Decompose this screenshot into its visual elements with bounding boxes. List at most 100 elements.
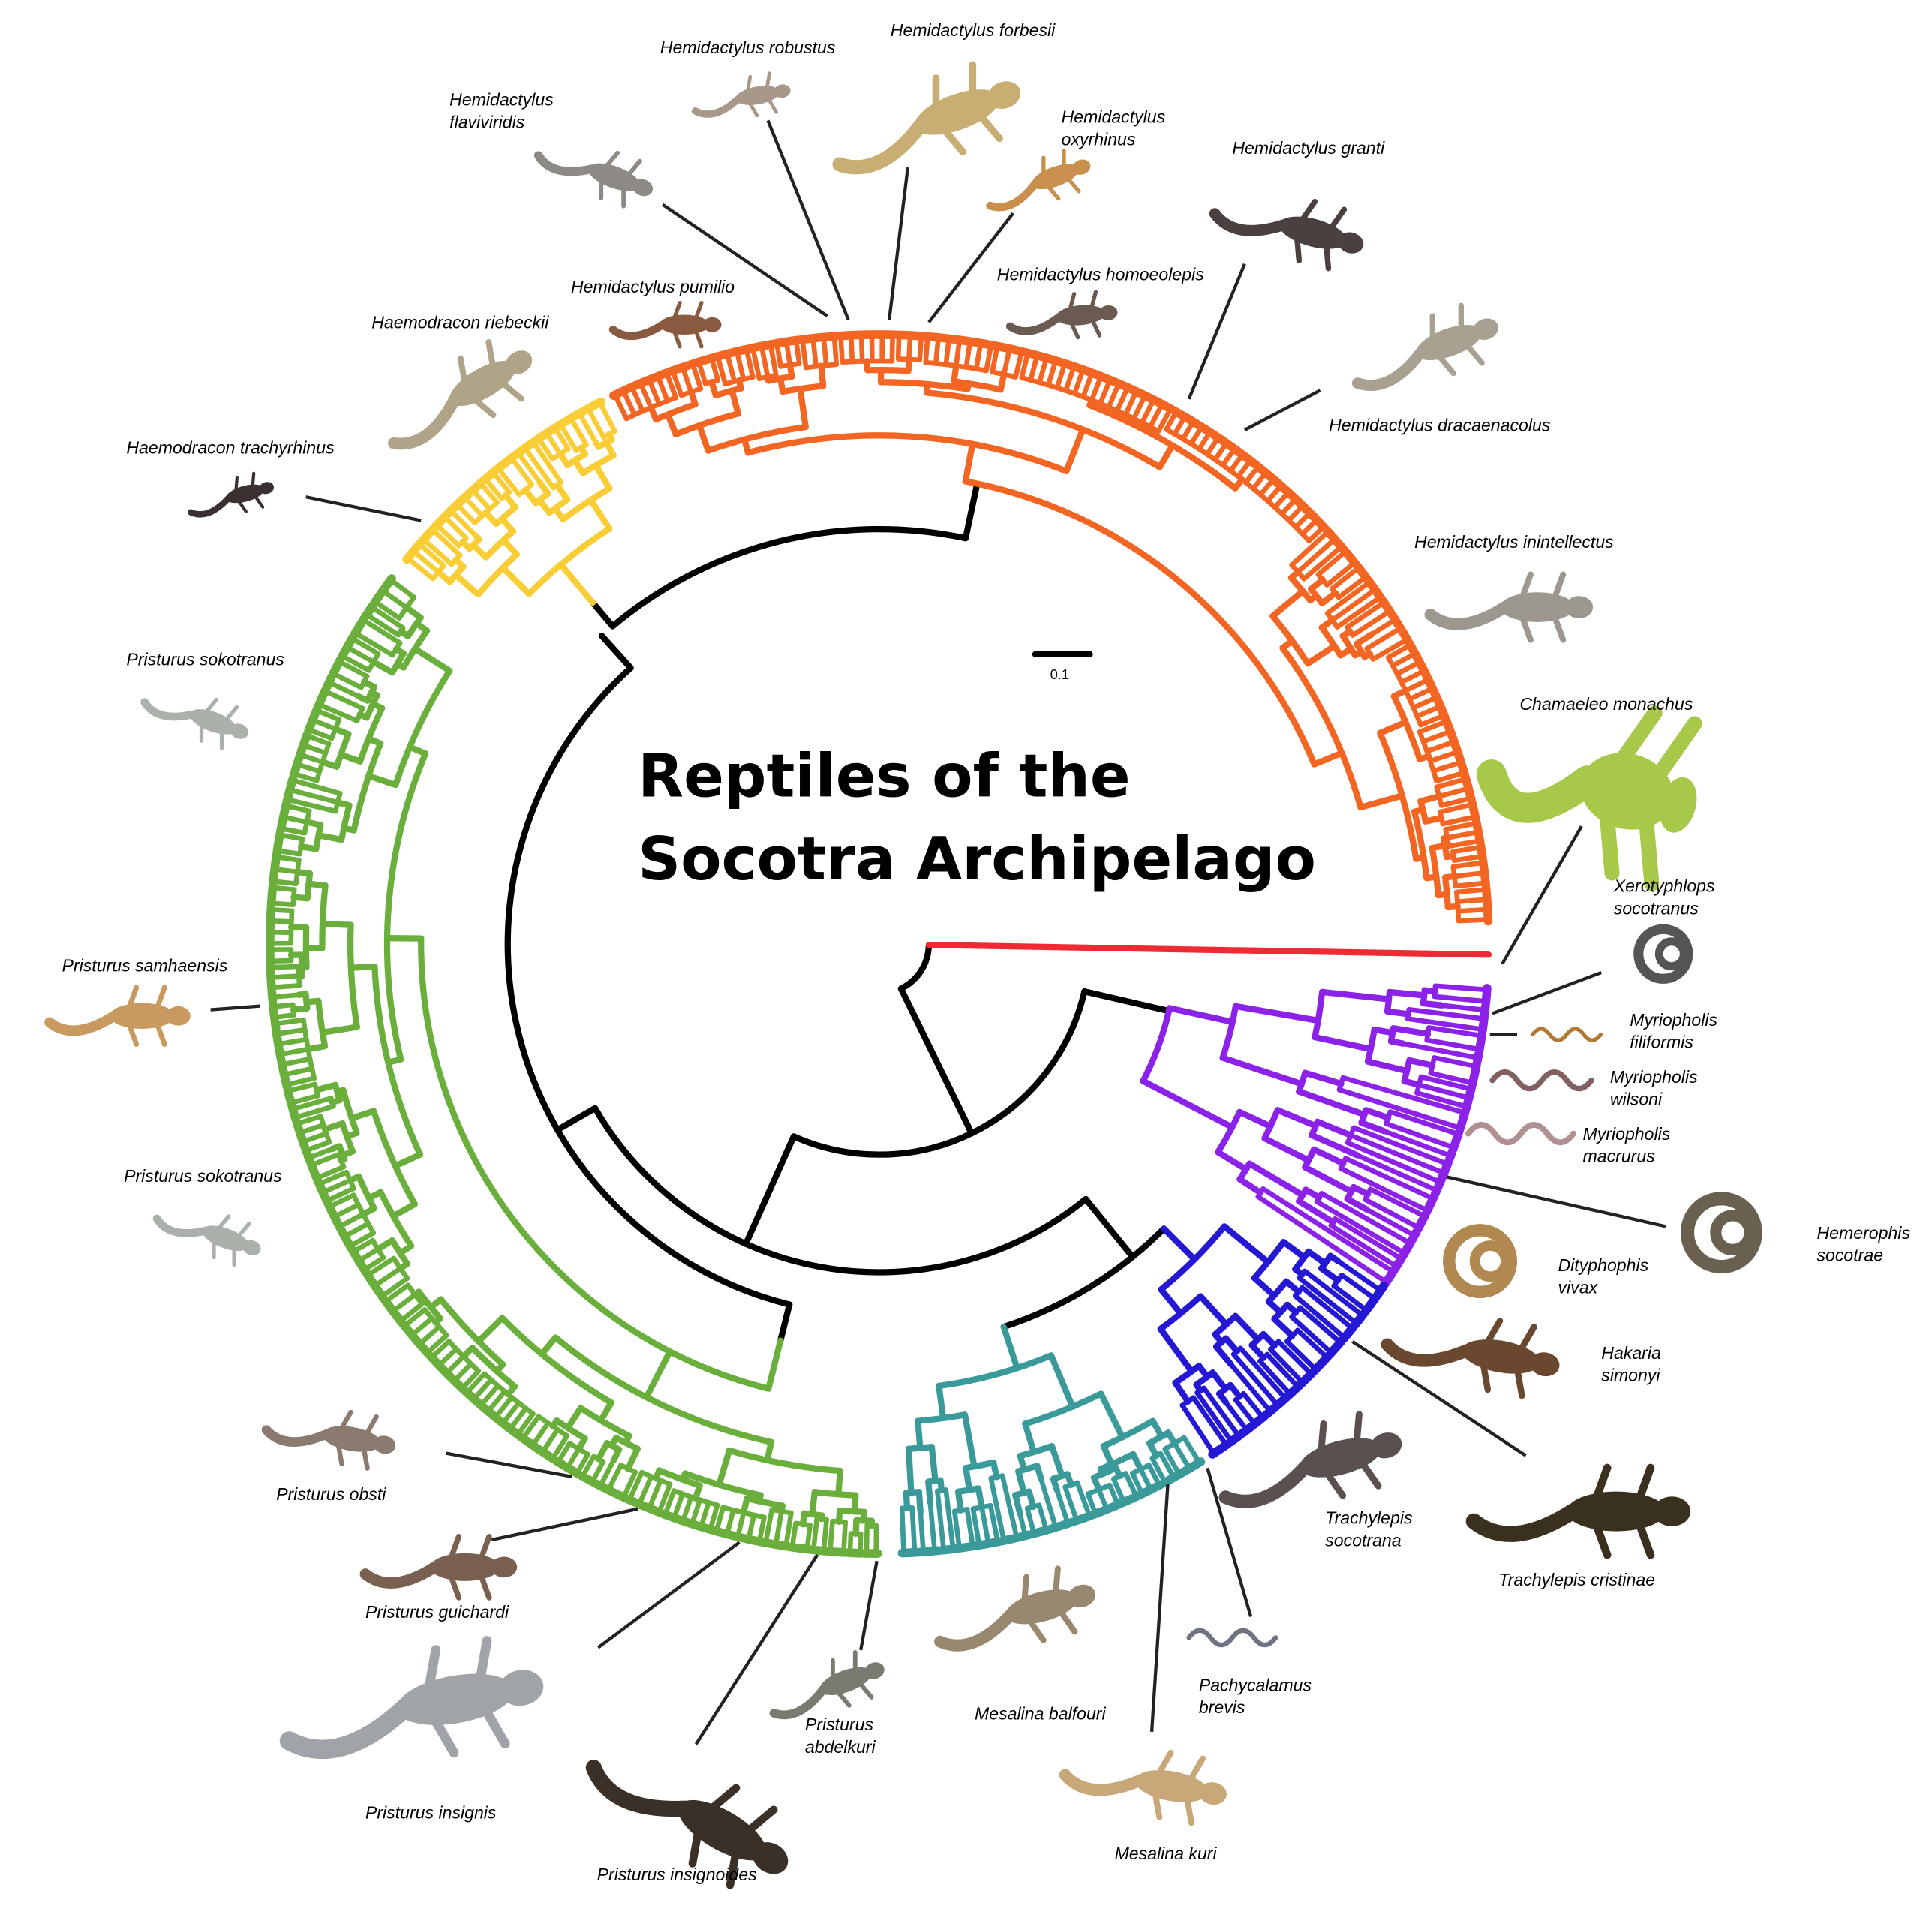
tree-branch-arc: [1086, 402, 1239, 492]
leader-line: [305, 495, 422, 522]
species-label: Haemodracon riebeckii: [371, 313, 549, 332]
tree-branch: [858, 332, 865, 364]
tree-branch: [797, 386, 809, 431]
tree-branch: [1280, 1239, 1308, 1261]
tree-branch: [927, 1499, 937, 1554]
tree-tips: [592, 1479, 609, 1493]
tree-tips: [337, 633, 358, 662]
tree-branch: [1377, 719, 1409, 736]
tree-branch: [322, 688, 365, 711]
tree-branch: [557, 561, 596, 606]
tree-tips: [1435, 1158, 1453, 1188]
tree-tips: [370, 574, 396, 608]
tree-branch: [1339, 1272, 1378, 1302]
head: [259, 482, 274, 495]
tail: [261, 1425, 331, 1447]
tree-branch: [1331, 1283, 1369, 1313]
tree-tips: [554, 413, 577, 430]
tree-branch: [1295, 1327, 1330, 1360]
snake-body: [1186, 1628, 1278, 1648]
tree-branch: [1308, 576, 1326, 593]
tree-branch: [899, 1505, 906, 1556]
tree-branch-arc: [803, 362, 840, 371]
tree-branch: [765, 1337, 784, 1392]
leader-line: [766, 119, 850, 320]
photo-xerotyphlops-socotranus: [1633, 924, 1693, 984]
tree-branch: [410, 549, 441, 575]
tree-branch: [530, 440, 564, 486]
species-label: abdelkuri: [805, 1737, 876, 1757]
tree-branch: [954, 1488, 964, 1514]
species-label: Hemidactylus pumilio: [571, 277, 735, 296]
tree-branch: [909, 1505, 918, 1556]
tree-branch: [1424, 739, 1457, 754]
species-label: Myriopholis: [1630, 1010, 1717, 1030]
tree-branch: [1161, 1225, 1198, 1263]
tree-tips: [1413, 1210, 1430, 1234]
species-label: Pristurus sokotranus: [126, 650, 284, 669]
tree-branch: [1434, 770, 1467, 783]
tree-branch: [482, 509, 500, 528]
tree-branch: [1232, 1312, 1261, 1343]
tree-tips: [272, 828, 285, 857]
tree-branch: [475, 1315, 506, 1345]
tree-tips: [1391, 1252, 1407, 1273]
tree-branch: [636, 1474, 654, 1507]
tree-branch: [1074, 1480, 1092, 1519]
tree-branch: [500, 564, 533, 597]
tree-tips: [602, 1484, 629, 1502]
tree-branch: [638, 380, 654, 410]
tree-branch-arc: [1401, 1057, 1413, 1084]
tree-tips: [1262, 1404, 1278, 1419]
species-label: Pristurus guichardi: [365, 1602, 509, 1622]
species-label: Mesalina kuri: [1115, 1844, 1218, 1863]
tree-branch: [1438, 801, 1475, 815]
tree-branch: [1292, 1293, 1348, 1340]
tree-branch: [768, 341, 779, 378]
photo-pristurus-guichardi: [359, 1533, 518, 1601]
tree-branch: [734, 349, 747, 382]
tree-branch: [281, 1066, 315, 1078]
tree-branch: [452, 572, 482, 598]
body: [430, 1553, 500, 1581]
tree-tips: [1478, 856, 1490, 889]
tree-branch: [416, 541, 447, 568]
tree-branch: [1456, 917, 1491, 924]
tree-branch: [835, 1467, 843, 1498]
tree-branch: [827, 1518, 835, 1554]
tree-branch: [1384, 1008, 1412, 1018]
tree-tips: [1476, 841, 1487, 863]
tree-tips: [1208, 1439, 1232, 1459]
tree-branch: [435, 569, 453, 585]
tree-branch: [680, 365, 694, 395]
tree-branch: [1140, 1078, 1236, 1131]
tree-tips: [1340, 546, 1360, 569]
tree-branch: [284, 797, 338, 814]
tree-branch: [1209, 1369, 1229, 1393]
tree-branch: [1284, 1339, 1318, 1372]
tree-branch: [841, 1520, 848, 1556]
body: [225, 484, 265, 504]
tree-tips: [1405, 639, 1450, 722]
head: [753, 1842, 789, 1874]
tree-branch: [1386, 988, 1428, 999]
species-label: socotrae: [1816, 1246, 1883, 1265]
tree-tips: [380, 1295, 406, 1327]
head: [1068, 1584, 1096, 1608]
tree-branch: [933, 335, 941, 366]
tree-tips: [1422, 1192, 1438, 1216]
tree-tips: [796, 332, 840, 344]
tree-branch-arc: [1429, 844, 1442, 899]
tree-branch: [1345, 1140, 1443, 1185]
tree-branch: [1194, 1390, 1234, 1445]
tail: [585, 1760, 693, 1817]
tree-branch: [1048, 1442, 1065, 1479]
tree-branch: [1343, 1156, 1436, 1201]
tree-branch: [577, 410, 599, 446]
tree-branch-arc: [504, 664, 793, 1308]
tree-branch: [1158, 1286, 1184, 1317]
tree-branch: [353, 630, 395, 658]
tree-branch: [430, 527, 463, 558]
tree-branch: [763, 1507, 775, 1546]
tree-branch: [597, 1458, 616, 1489]
